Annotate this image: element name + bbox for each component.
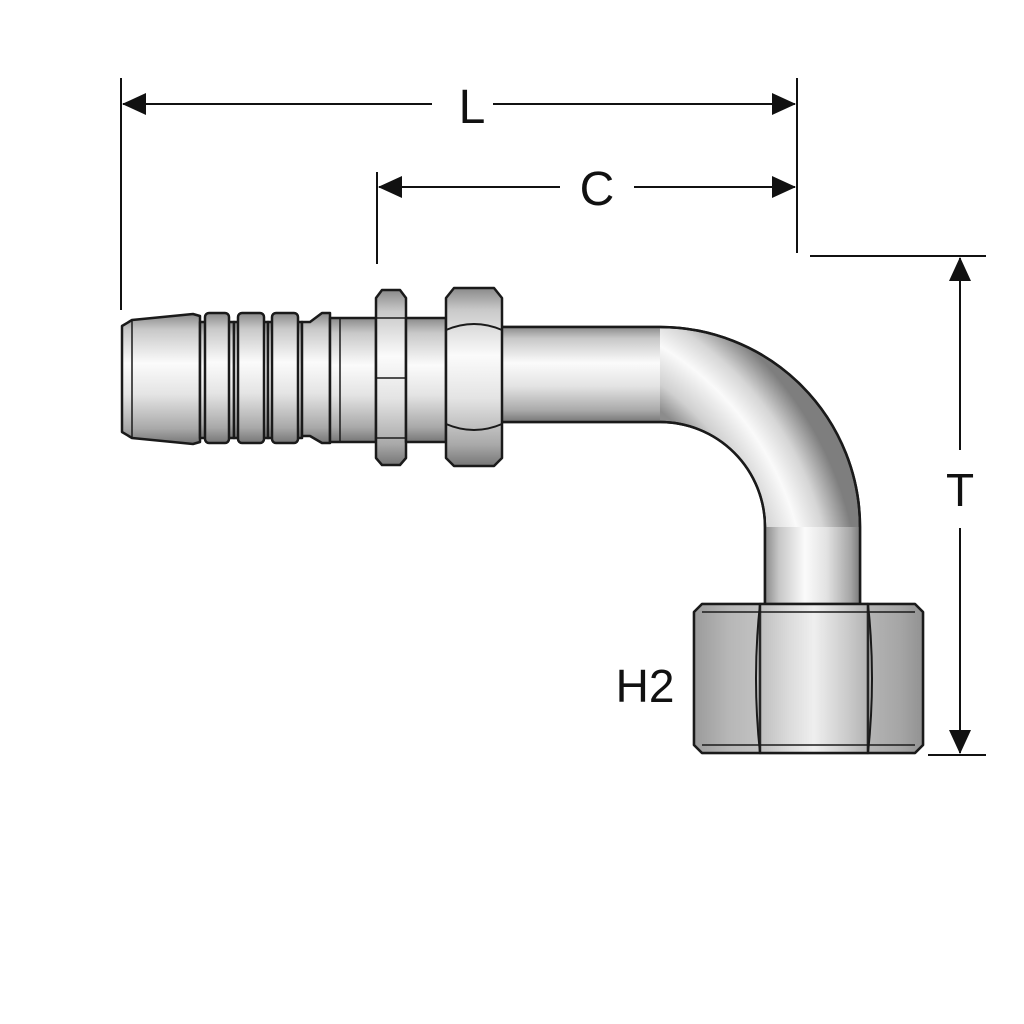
fitting	[120, 286, 925, 755]
dimension-l-label: L	[459, 81, 486, 134]
elbow-straight-horizontal	[500, 327, 660, 422]
stem-hex-facet-top	[445, 323, 503, 331]
stem-hex-facet-bottom	[445, 423, 503, 431]
dimension-l-right-arrow	[772, 93, 796, 115]
dimension-t-bottom-arrow	[949, 730, 971, 754]
elbow-outline	[500, 325, 862, 610]
swivel-hex-face-left	[692, 602, 762, 755]
stem-tip	[120, 312, 202, 446]
hex-h2-label: H2	[616, 660, 675, 712]
dimension-c-right-arrow	[772, 176, 796, 198]
stem-ridge-1	[203, 311, 231, 445]
stem-collar-taper	[300, 311, 332, 445]
dimension-c	[376, 172, 796, 264]
stem-collar	[328, 316, 378, 444]
swivel-hex-face-right	[866, 602, 925, 755]
stem-ridge-3	[270, 311, 300, 445]
dimension-c-left-arrow	[378, 176, 402, 198]
dimension-l	[120, 78, 798, 310]
dimension-l-left-arrow	[122, 93, 146, 115]
ferrule-neck	[404, 316, 448, 444]
swivel-hex-face-center	[758, 602, 870, 755]
dimension-t-label: T	[946, 464, 974, 516]
dimension-c-label: C	[580, 163, 615, 216]
dimension-t	[810, 255, 986, 756]
stem-ridge-2	[236, 311, 266, 445]
swivel-hex-divider-right	[867, 603, 873, 754]
stem-hex-nut	[444, 286, 504, 468]
swivel-hex-divider-left	[755, 603, 761, 754]
elbow-straight-vertical	[765, 527, 860, 610]
dimension-t-top-arrow	[949, 257, 971, 281]
